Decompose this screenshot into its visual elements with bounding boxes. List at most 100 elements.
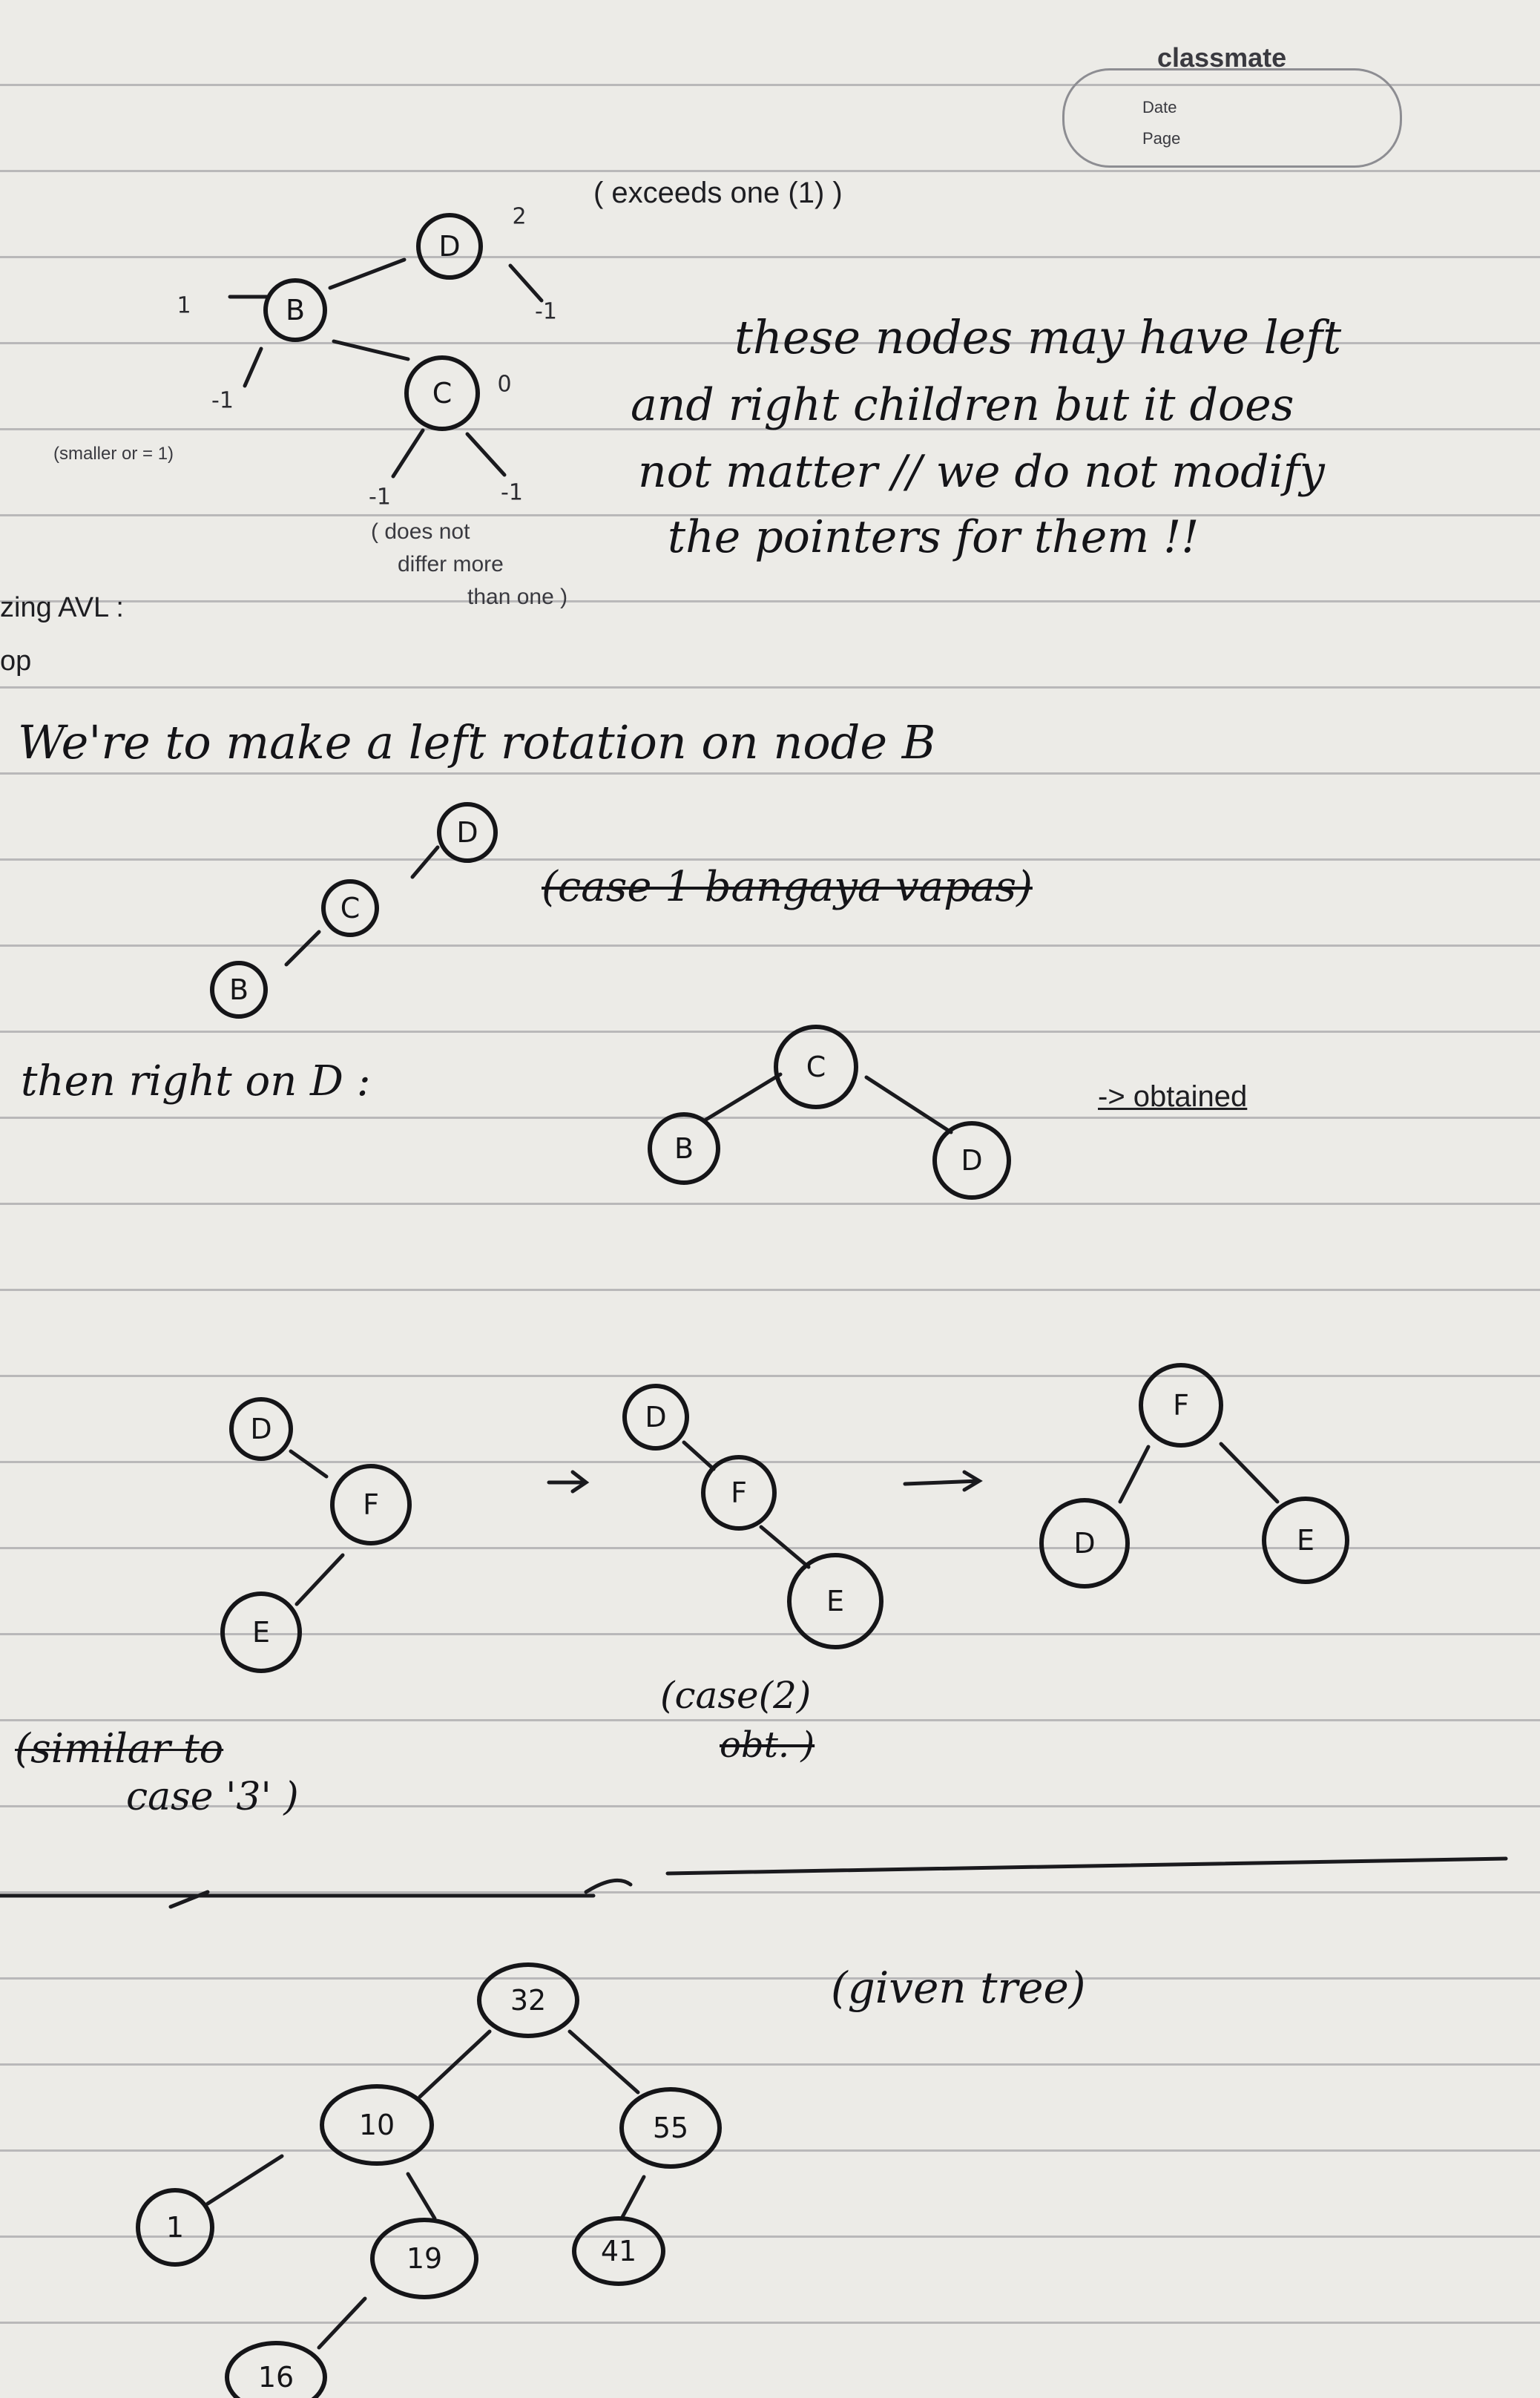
seq3-edge-f-e [1219,1442,1280,1504]
seq3-node-f-label: F [1173,1389,1189,1422]
given-edge-10-1 [205,2154,284,2206]
left-rotation-note: We're to make a left rotation on node B [18,715,936,769]
top-node-b [263,278,327,342]
rotated-node-b [648,1112,720,1185]
seq3-node-d [1039,1498,1130,1589]
given-node-19-label: 19 [407,2242,442,2275]
top-bf-c-left: -1 [369,484,391,510]
top-node-c [404,355,480,431]
chain-edge-d-c [410,845,440,879]
arrow-2 [903,1470,983,1492]
seq2-node-f [701,1455,777,1531]
given-node-55-label: 55 [653,2112,688,2144]
seq1-node-f-label: F [363,1488,379,1521]
note-not-differ-1: ( does not [371,519,470,544]
given-node-19 [370,2218,478,2299]
note-not-differ-2: differ more [398,552,504,576]
seq2-node-d-label: D [645,1401,666,1433]
given-edge-32-10 [418,2029,492,2099]
rotated-node-c-label: C [806,1051,826,1083]
seq3-edge-f-d [1118,1445,1151,1504]
top-edge-c-left [391,428,425,479]
top-edge-b-d [328,257,407,290]
chain-node-d [437,802,498,863]
top-edge-b-c [332,339,410,361]
children-note-line-4: the pointers for them !! [668,511,1200,563]
top-bf-b: 1 [177,293,191,319]
note-smaller: (smaller or = 1) [53,444,174,464]
top-bf-c-right: -1 [501,480,523,506]
arrow-1 [547,1470,590,1494]
seq2-node-e-label: E [826,1585,844,1617]
given-node-10 [320,2084,434,2166]
seq1-node-d-label: D [250,1413,272,1445]
brand-name: classmate [1157,42,1287,73]
top-bf-b-left: -1 [211,388,234,414]
seq1-node-f [330,1464,412,1545]
seq1-node-e [220,1591,302,1673]
chain-node-c-label: C [340,892,361,924]
given-node-1 [136,2188,214,2267]
children-note-line-2: and right children but it does [631,379,1294,431]
seq1-edge-d-f [289,1449,329,1479]
seq1-node-e-label: E [252,1616,270,1649]
top-edge-b-left [243,346,263,388]
section-divider [0,1856,1508,1898]
divider-mark-1 [168,1890,210,1909]
case1-note: (case 1 bangaya vapas) [542,863,1033,911]
chain-node-b-label: B [229,973,249,1006]
seq2-node-e [787,1553,883,1649]
children-note-line-1: these nodes may have left [734,310,1342,364]
given-node-16 [225,2341,327,2398]
obtained-note: -> obtained [1098,1080,1248,1113]
op-label: op [0,646,32,677]
given-node-41-label: 41 [601,2235,636,2267]
top-edge-d-right [508,263,544,303]
seq2-node-f-label: F [731,1476,747,1509]
rotated-node-b-label: B [674,1132,694,1165]
given-node-1-label: 1 [166,2211,184,2244]
top-node-b-label: B [286,294,305,326]
given-node-32 [477,1962,579,2038]
top-bf-c: 0 [497,372,511,398]
seq1-node-d [229,1397,293,1461]
top-edge-c-right [465,432,507,477]
seq2-edge-d-f [682,1440,716,1471]
page-label: Page [1142,129,1181,148]
seq2-edge-f-e [759,1525,811,1569]
seq3-node-d-label: D [1073,1527,1095,1560]
given-edge-19-16 [317,2296,367,2350]
brand-stamp [1062,68,1402,168]
given-edge-10-19 [406,2172,437,2221]
given-tree-note: (given tree) [831,1962,1086,2013]
divider-mark-2 [584,1878,633,1894]
given-node-32-label: 32 [510,1984,546,2017]
chain-node-c [321,879,379,937]
chain-node-b [210,961,268,1019]
children-note-line-3: not matter // we do not modify [638,446,1325,498]
rotated-edge-c-d [864,1075,953,1134]
chain-edge-c-b [284,930,321,967]
right-on-d-note: then right on D : [21,1057,371,1106]
date-label: Date [1142,98,1177,116]
seq2-node-d [622,1384,689,1451]
rotated-node-d [932,1121,1011,1200]
rotated-edge-c-b [702,1072,783,1123]
seq3-node-e-label: E [1297,1524,1314,1557]
rotated-node-d-label: D [961,1144,982,1177]
given-edge-32-55 [567,2029,640,2095]
avl-heading: zing AVL : [0,592,124,623]
rotated-node-c [774,1025,858,1109]
seq1-edge-f-e [294,1553,345,1606]
given-node-16-label: 16 [258,2361,294,2394]
top-bf-d-right: -1 [535,299,557,325]
seq3-node-e [1262,1497,1349,1584]
top-node-d [416,213,483,280]
given-node-55 [619,2087,722,2169]
top-node-c-label: C [432,377,453,410]
similar-case3-line-2: case '3' ) [126,1775,299,1819]
case2-line-1: (case(2) [660,1674,812,1717]
seq3-node-f [1139,1363,1223,1448]
case2-line-2: obt. ) [720,1724,815,1766]
